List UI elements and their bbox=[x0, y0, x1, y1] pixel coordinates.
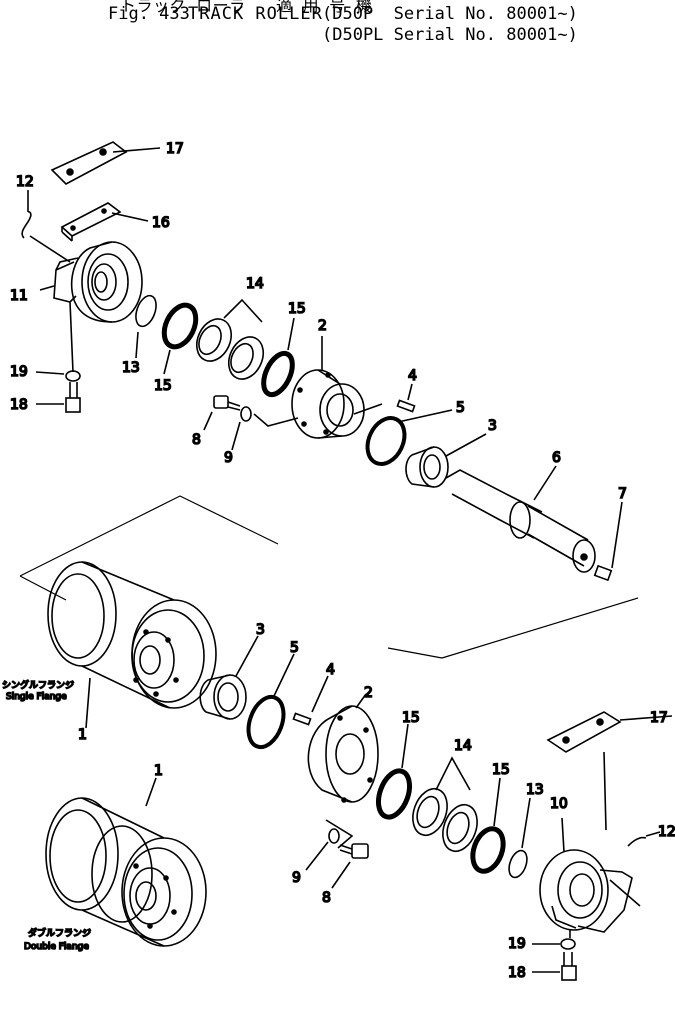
caption-double-flange-jp: ダブルフランジ bbox=[28, 927, 91, 939]
o-ring-part-15-right-upper bbox=[261, 317, 295, 398]
figure-number: Fig. 433 bbox=[108, 4, 190, 24]
bolt-part-8-lower bbox=[331, 843, 369, 889]
bushing-part-3-lower bbox=[199, 635, 259, 720]
o-ring-part-15-lower-right bbox=[470, 777, 506, 874]
bushing-part-3-upper bbox=[405, 433, 487, 488]
callout-2-lower: 2 bbox=[364, 685, 373, 701]
callout-15-lower-right: 15 bbox=[492, 762, 510, 778]
callout-14-upper: 14 bbox=[246, 276, 264, 292]
o-ring-part-5-lower bbox=[246, 653, 295, 750]
serial-line-d50pl: (D50PL Serial No. 80001~) bbox=[322, 25, 578, 45]
washer-part-19-lower bbox=[532, 938, 576, 950]
callout-4-lower: 4 bbox=[326, 662, 335, 678]
washer-part-19-upper bbox=[35, 370, 81, 382]
caption-double-flange-en: Double Flange bbox=[24, 942, 89, 952]
seal-ring-part-13-upper bbox=[135, 294, 157, 328]
washer-part-9-lower bbox=[305, 828, 340, 871]
header-japanese-partial: トラック ローラ 適 用 号 機 bbox=[120, 0, 373, 15]
roller-single-flange-part-1 bbox=[47, 561, 217, 729]
callout-12-upper: 12 bbox=[16, 174, 34, 190]
assembly-guide-line-upper bbox=[19, 495, 279, 577]
callout-15-upper-left: 15 bbox=[154, 378, 172, 394]
figure-title: TRACK ROLLER bbox=[188, 4, 323, 24]
callout-9-upper: 9 bbox=[224, 450, 233, 466]
seal-ring-part-13-lower bbox=[508, 797, 531, 879]
callout-18-upper: 18 bbox=[10, 397, 28, 413]
callout-14-lower: 14 bbox=[454, 738, 472, 754]
o-ring-part-15-left bbox=[161, 302, 199, 375]
callout-3-upper: 3 bbox=[488, 418, 497, 434]
pin-part-12-upper bbox=[21, 190, 32, 239]
floating-seal-part-14-lower bbox=[412, 756, 478, 853]
callout-1-double: 1 bbox=[154, 763, 163, 779]
plate-part-17-upper bbox=[50, 141, 161, 185]
bolt-part-18-lower bbox=[532, 952, 577, 981]
callout-12-lower: 12 bbox=[658, 824, 675, 840]
plate-part-17-lower bbox=[546, 711, 673, 831]
callout-8-lower: 8 bbox=[322, 890, 331, 906]
caption-single-flange-jp: シングルフランジ bbox=[2, 679, 74, 691]
assembly-guide-line-right bbox=[441, 597, 639, 659]
callout-11: 11 bbox=[10, 288, 28, 304]
callout-19-upper: 19 bbox=[10, 364, 28, 380]
callout-4-upper: 4 bbox=[408, 368, 417, 384]
callout-15-upper-right: 15 bbox=[288, 301, 306, 317]
callout-7: 7 bbox=[618, 486, 627, 502]
callout-17-upper: 17 bbox=[166, 141, 184, 157]
bolt-part-18-upper bbox=[36, 382, 81, 413]
callout-13-lower: 13 bbox=[526, 782, 544, 798]
roller-double-flange-part-1 bbox=[45, 777, 207, 947]
pin-part-12-lower bbox=[627, 831, 661, 847]
shim-part-16 bbox=[60, 202, 149, 242]
o-ring-part-15-lower-left bbox=[375, 723, 413, 820]
callout-1-single: 1 bbox=[78, 727, 87, 743]
callout-18-lower: 18 bbox=[508, 965, 526, 981]
callout-16: 16 bbox=[152, 215, 170, 231]
callout-15-lower-left: 15 bbox=[402, 710, 420, 726]
caption-single-flange-en: Single Flange bbox=[6, 692, 67, 702]
callout-13-upper: 13 bbox=[122, 360, 140, 376]
dowel-pin-part-4-upper bbox=[396, 383, 416, 413]
washer-part-9-upper bbox=[231, 406, 299, 451]
plug-part-7 bbox=[593, 501, 623, 582]
callout-3-lower: 3 bbox=[256, 622, 265, 638]
serial-line-d50p: (D50P Serial No. 80001~) bbox=[322, 4, 578, 24]
collar-part-11 bbox=[29, 235, 143, 373]
callout-17-lower: 17 bbox=[650, 710, 668, 726]
callout-5-upper: 5 bbox=[456, 400, 465, 416]
callout-5-lower: 5 bbox=[290, 640, 299, 656]
callout-19-lower: 19 bbox=[508, 936, 526, 952]
callout-6: 6 bbox=[552, 450, 561, 466]
housing-part-2-lower bbox=[307, 693, 379, 849]
collar-part-10 bbox=[539, 817, 641, 938]
callout-2-upper: 2 bbox=[318, 318, 327, 334]
callout-8-upper: 8 bbox=[192, 432, 201, 448]
floating-seal-part-14-upper bbox=[195, 298, 265, 380]
bolt-part-8-upper bbox=[203, 395, 241, 431]
o-ring-part-5-upper bbox=[365, 409, 453, 466]
shaft-part-6 bbox=[445, 465, 596, 573]
callout-10: 10 bbox=[550, 796, 568, 812]
dowel-pin-part-4-lower bbox=[292, 675, 329, 726]
callout-9-lower: 9 bbox=[292, 870, 301, 886]
housing-part-2-upper bbox=[291, 336, 383, 439]
